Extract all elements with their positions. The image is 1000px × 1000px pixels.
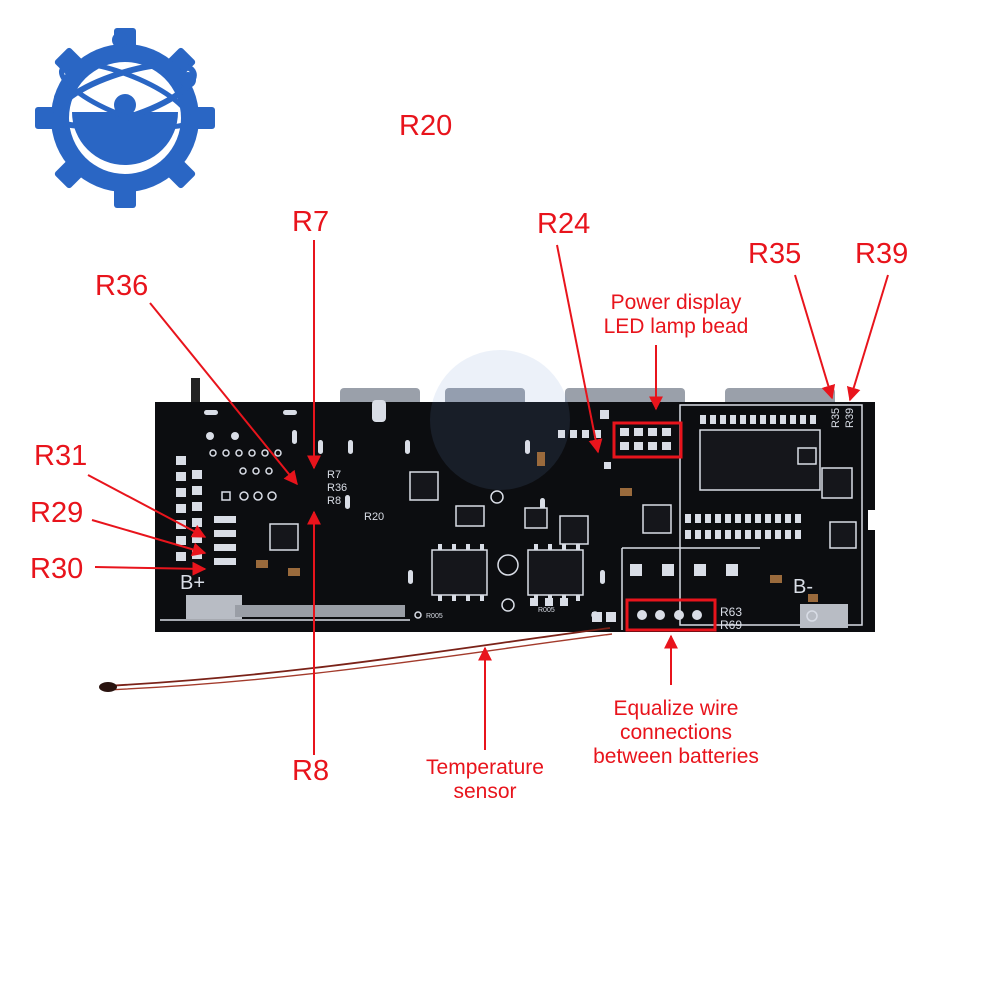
silk-r005-right: R005	[538, 607, 555, 614]
label-r8: R8	[292, 755, 330, 787]
label-temperature-sensor: Temperature sensor	[400, 756, 570, 804]
pcb-board: B+ B- R7 R36 R8 R20 R63 R69 R005 R005 R3…	[155, 350, 875, 632]
silk-b-plus: B+	[180, 572, 205, 594]
temperature-line1: Temperature	[426, 756, 544, 779]
silk-r36: R36	[327, 482, 347, 494]
arrow-r30	[94, 561, 207, 576]
power-display-line1: Power display	[610, 291, 742, 314]
equalize-line2: connections	[619, 721, 733, 744]
usb-ports	[340, 388, 835, 406]
silk-r39: R39	[844, 408, 856, 428]
label-r20: R20	[399, 110, 453, 142]
label-r36: R36	[95, 270, 149, 302]
arrow-r29	[91, 519, 207, 557]
silk-r69: R69	[720, 618, 742, 632]
label-r7: R7	[292, 206, 330, 238]
silk-r8: R8	[327, 495, 341, 507]
silk-r7: R7	[327, 469, 341, 481]
arrow-r24	[556, 244, 603, 454]
temperature-line2: sensor	[453, 780, 517, 803]
label-r39: R39	[855, 238, 909, 270]
silk-b-minus: B-	[793, 576, 813, 598]
equalize-line3: between batteries	[593, 745, 759, 768]
silk-r63: R63	[720, 605, 742, 619]
silk-r005-left: R005	[426, 613, 443, 620]
label-equalize-wire: Equalize wire connections between batter…	[566, 697, 786, 769]
label-r24: R24	[537, 208, 591, 240]
equalize-highlight-box	[625, 598, 717, 632]
label-r31: R31	[34, 440, 88, 472]
power-display-line2: LED lamp bead	[603, 315, 749, 338]
silk-r35: R35	[830, 408, 842, 428]
silk-r20: R20	[364, 511, 384, 523]
temperature-sensor-wire	[99, 627, 613, 692]
label-r30: R30	[30, 553, 84, 585]
arrow-r31	[87, 474, 207, 538]
equalize-line1: Equalize wire	[613, 697, 739, 720]
arrow-r39	[846, 274, 889, 402]
arrow-r35	[794, 274, 836, 400]
led-highlight-box	[612, 421, 683, 459]
annotation-arrows	[87, 240, 889, 755]
label-power-display: Power display LED lamp bead	[576, 291, 776, 339]
atom-gear-logo	[35, 28, 215, 208]
label-r29: R29	[30, 497, 84, 529]
arrow-r36	[149, 302, 298, 486]
label-r35: R35	[748, 238, 802, 270]
